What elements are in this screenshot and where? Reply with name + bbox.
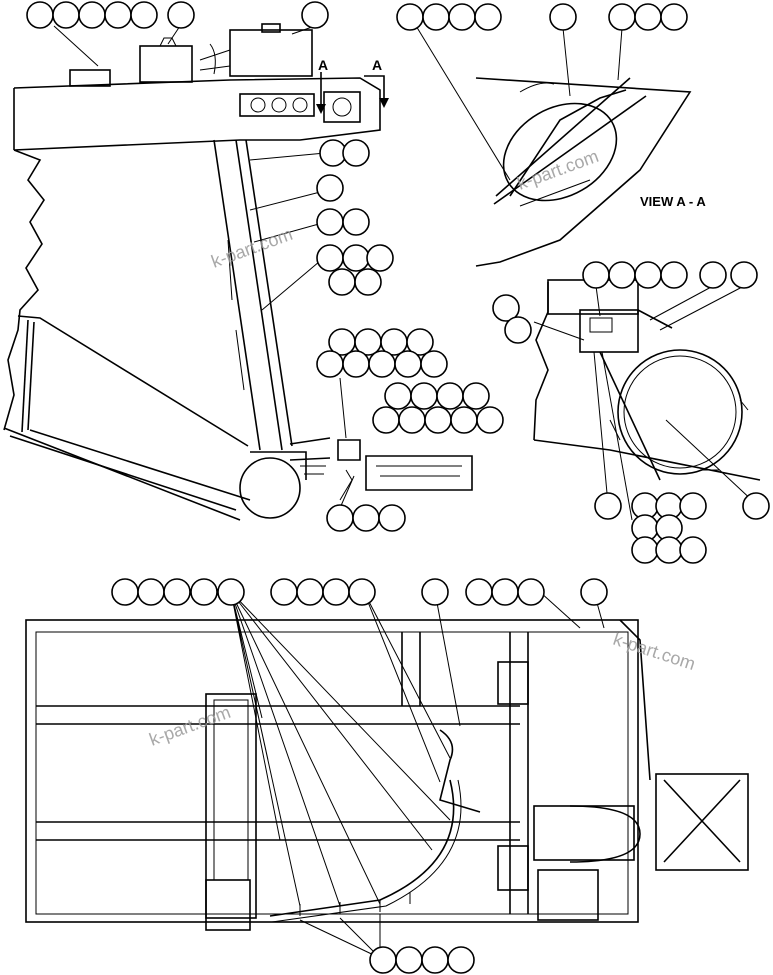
callout-bubble-70 <box>270 578 298 606</box>
callout-bubble-20 <box>342 208 370 236</box>
callout-bubble-82 <box>447 946 475 974</box>
callout-bubble-48 <box>699 261 727 289</box>
callout-bubble-78 <box>580 578 608 606</box>
callout-bubble-50 <box>492 294 520 322</box>
callout-bubble-22 <box>342 244 370 272</box>
callout-bubble-61 <box>631 536 659 564</box>
callout-bubble-49 <box>730 261 758 289</box>
callout-bubble-80 <box>395 946 423 974</box>
callout-bubble-7 <box>301 1 329 29</box>
callout-bubble-16 <box>319 139 347 167</box>
callout-bubble-25 <box>354 268 382 296</box>
section-a-label-left: A <box>318 57 328 73</box>
callout-bubble-62 <box>655 536 683 564</box>
leader-lines <box>53 15 757 959</box>
callout-bubble-21 <box>316 244 344 272</box>
section-a-label-right: A <box>372 57 382 73</box>
watermark-4: k-part.com <box>611 629 698 674</box>
view-title: VIEW A - A <box>640 194 706 209</box>
callout-bubble-5 <box>130 1 158 29</box>
callout-bubble-1 <box>26 1 54 29</box>
callout-bubble-69 <box>217 578 245 606</box>
plan-view-assembly <box>25 619 749 931</box>
callout-bubbles <box>26 1 770 974</box>
callout-bubble-53 <box>352 504 380 532</box>
callout-bubble-13 <box>608 3 636 31</box>
callout-bubble-65 <box>111 578 139 606</box>
callout-bubble-41 <box>424 406 452 434</box>
callout-bubble-24 <box>328 268 356 296</box>
callout-bubble-31 <box>342 350 370 378</box>
callout-bubble-4 <box>104 1 132 29</box>
callout-bubble-17 <box>342 139 370 167</box>
callout-bubble-52 <box>326 504 354 532</box>
callout-bubble-81 <box>421 946 449 974</box>
callout-bubble-37 <box>436 382 464 410</box>
callout-bubble-44 <box>582 261 610 289</box>
callout-bubble-66 <box>137 578 165 606</box>
callout-bubble-10 <box>448 3 476 31</box>
callout-bubble-6 <box>167 1 195 29</box>
callout-bubble-18 <box>316 174 344 202</box>
callout-bubble-55 <box>594 492 622 520</box>
fan-motor-detail <box>533 279 761 481</box>
callout-bubble-3 <box>78 1 106 29</box>
callout-bubble-30 <box>316 350 344 378</box>
callout-bubble-67 <box>163 578 191 606</box>
callout-bubble-54 <box>378 504 406 532</box>
callout-bubble-47 <box>660 261 688 289</box>
callout-bubble-14 <box>634 3 662 31</box>
callout-bubble-29 <box>406 328 434 356</box>
callout-bubble-71 <box>296 578 324 606</box>
callout-bubble-74 <box>421 578 449 606</box>
callout-bubble-19 <box>316 208 344 236</box>
view-a-a-detail: VIEW A - A <box>475 77 706 267</box>
callout-bubble-38 <box>462 382 490 410</box>
callout-bubble-51 <box>504 316 532 344</box>
callout-bubble-12 <box>549 3 577 31</box>
callout-bubble-77 <box>517 578 545 606</box>
callout-bubble-36 <box>410 382 438 410</box>
callout-bubble-75 <box>465 578 493 606</box>
callout-bubble-11 <box>474 3 502 31</box>
callout-bubble-58 <box>679 492 707 520</box>
side-view-assembly <box>3 23 473 521</box>
callout-bubble-39 <box>372 406 400 434</box>
callout-bubble-8 <box>396 3 424 31</box>
callout-bubble-45 <box>608 261 636 289</box>
callout-bubble-9 <box>422 3 450 31</box>
callout-bubble-2 <box>52 1 80 29</box>
callout-bubble-15 <box>660 3 688 31</box>
callout-bubble-23 <box>366 244 394 272</box>
callout-bubble-63 <box>679 536 707 564</box>
watermark-3: k-part.com <box>147 702 234 750</box>
callout-bubble-79 <box>369 946 397 974</box>
callout-bubble-33 <box>394 350 422 378</box>
callout-bubble-73 <box>348 578 376 606</box>
callout-bubble-46 <box>634 261 662 289</box>
callout-bubble-32 <box>368 350 396 378</box>
callout-bubble-40 <box>398 406 426 434</box>
watermark-1: k-part.com <box>209 224 296 272</box>
callout-bubble-42 <box>450 406 478 434</box>
callout-bubble-76 <box>491 578 519 606</box>
callout-bubble-34 <box>420 350 448 378</box>
callout-bubble-64 <box>742 492 770 520</box>
callout-bubble-68 <box>190 578 218 606</box>
callout-bubble-35 <box>384 382 412 410</box>
callout-bubble-43 <box>476 406 504 434</box>
callout-bubble-72 <box>322 578 350 606</box>
